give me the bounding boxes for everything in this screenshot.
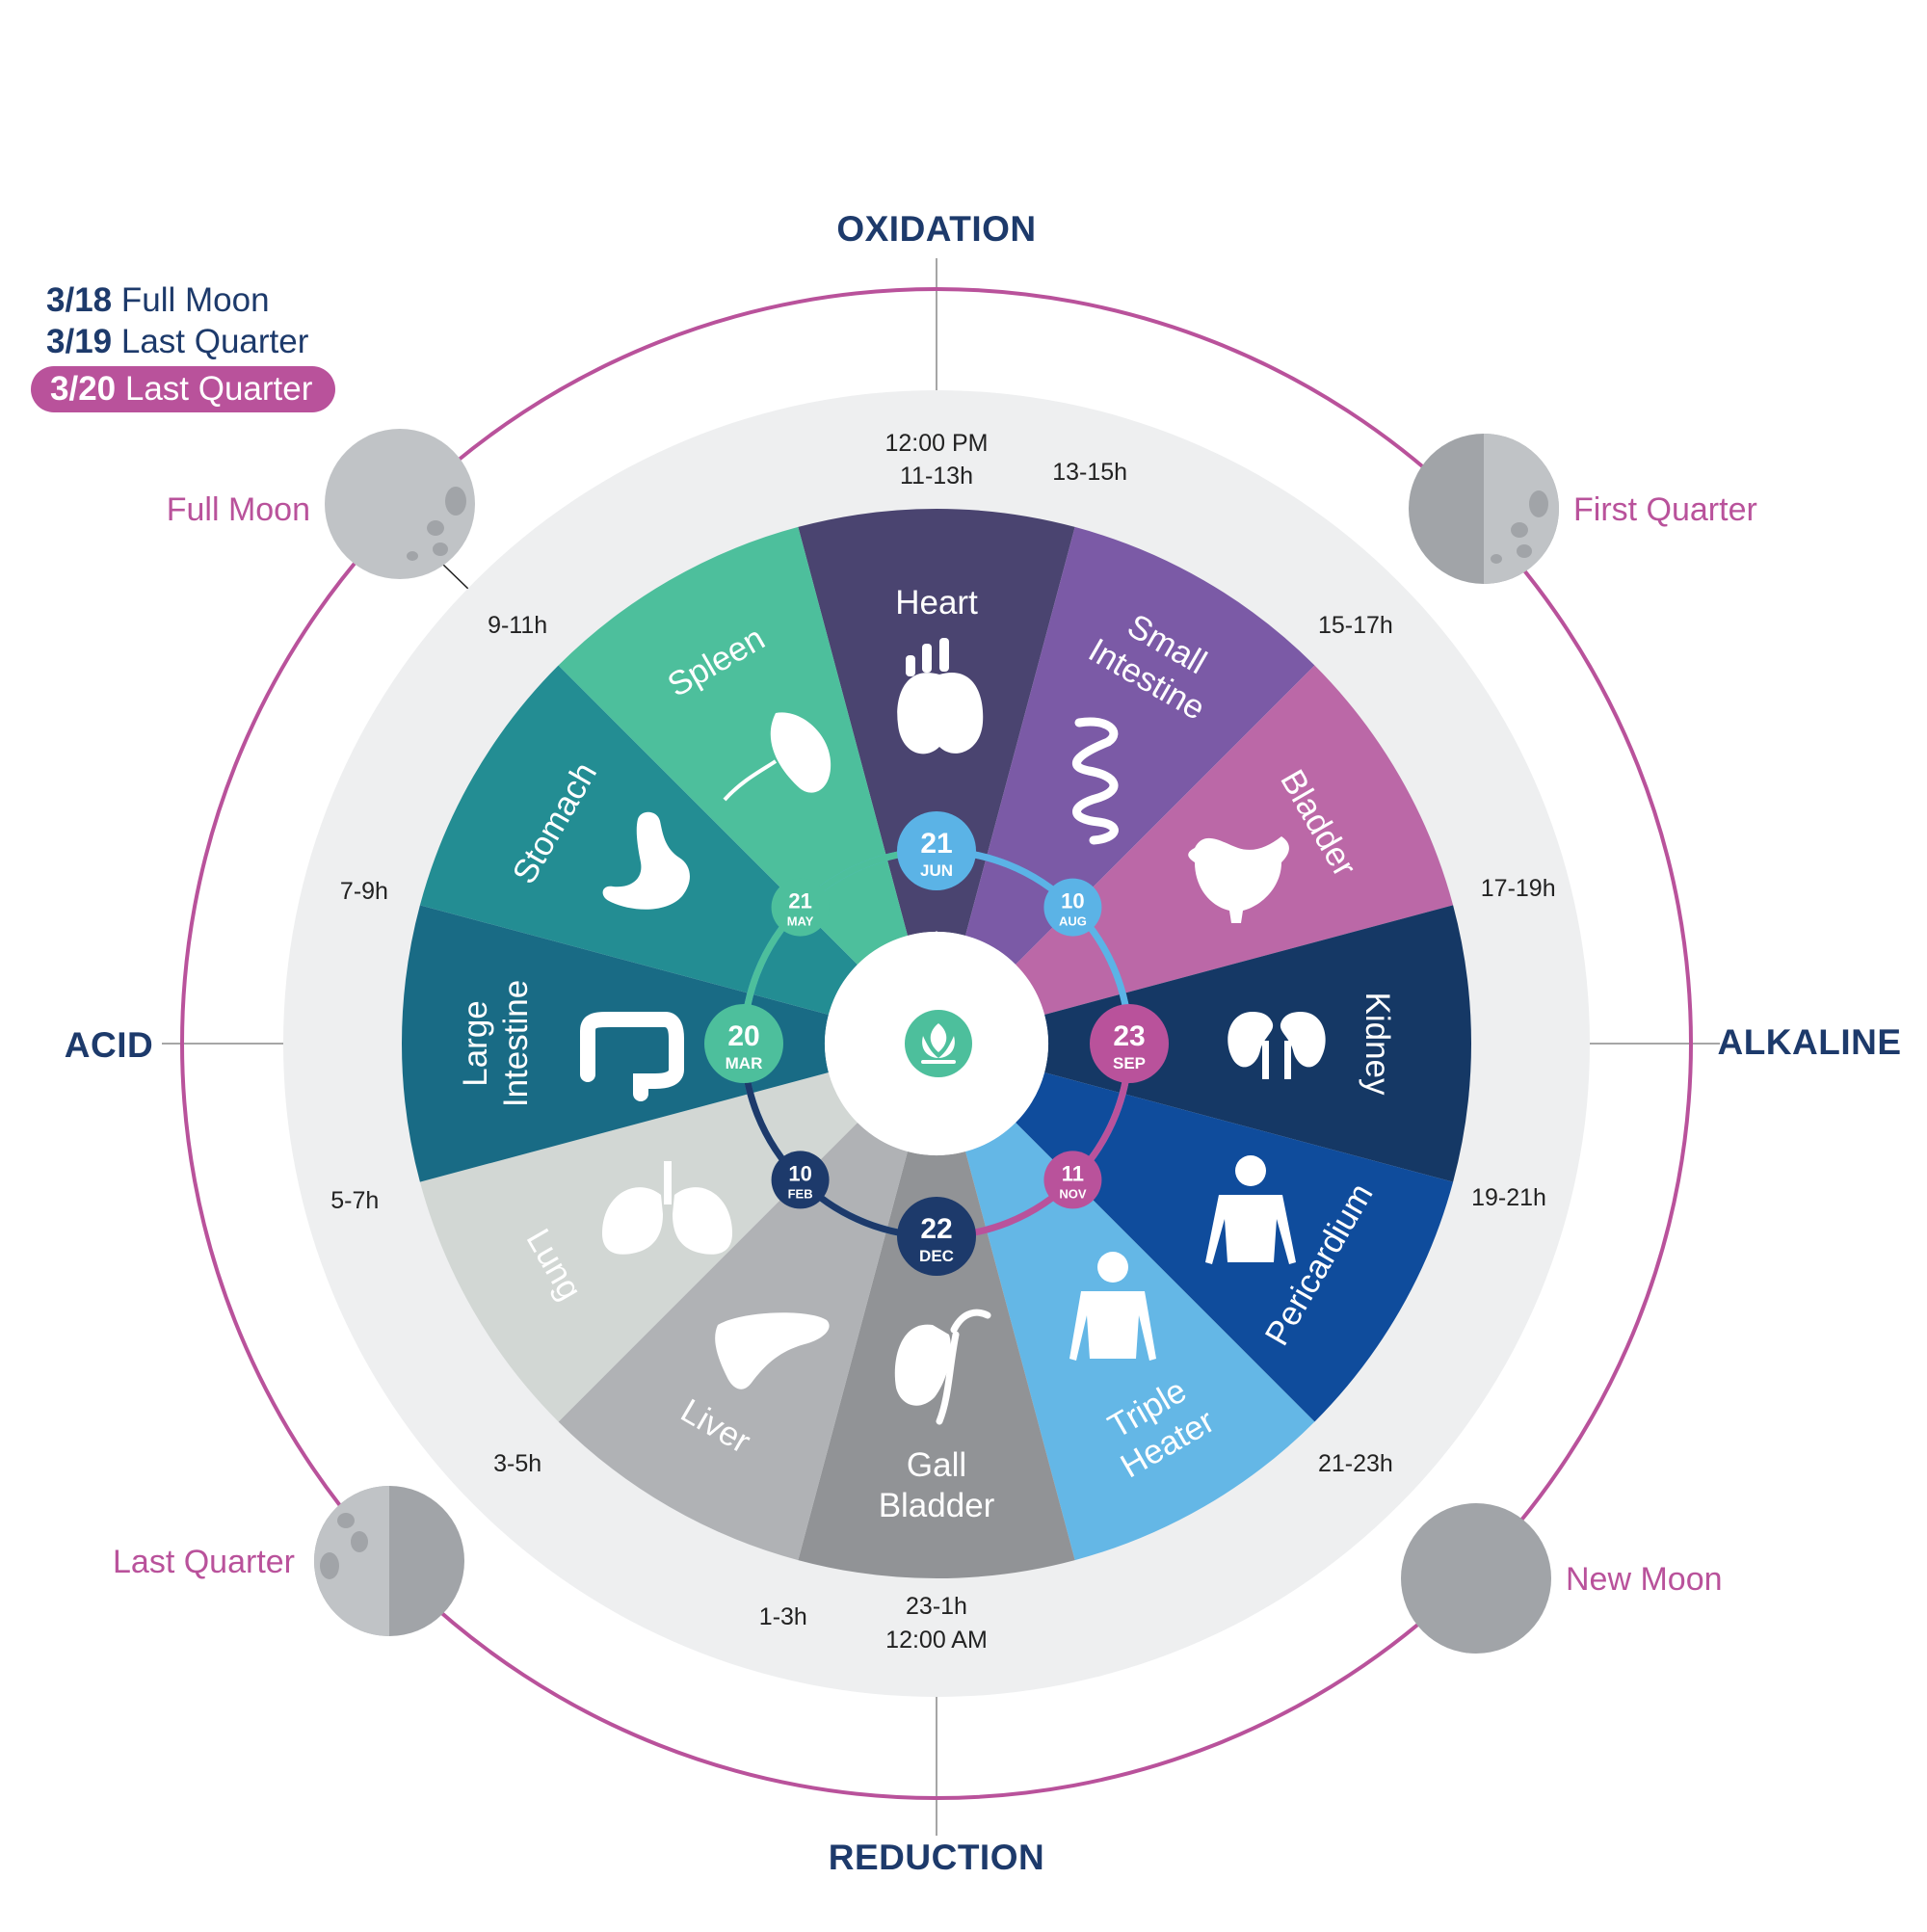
orbit-ring bbox=[180, 287, 1693, 1800]
midnight-range-label: 23-1h bbox=[906, 1593, 967, 1620]
full-moon-icon bbox=[325, 429, 475, 579]
hour-label: 5-7h bbox=[330, 1187, 379, 1214]
hour-label: 1-3h bbox=[759, 1603, 807, 1630]
date-badge-day: 10 bbox=[1061, 889, 1084, 913]
noon-range-label: 11-13h bbox=[900, 463, 973, 490]
date-badge-month: SEP bbox=[1113, 1054, 1146, 1072]
organ-label: Heart bbox=[895, 584, 978, 622]
moon-label-new: New Moon bbox=[1566, 1561, 1723, 1598]
axis-label-reduction: REDUCTION bbox=[829, 1838, 1044, 1877]
date-badge-month: MAR bbox=[726, 1054, 763, 1072]
segment-triple-heater[interactable] bbox=[965, 1123, 1315, 1561]
large-intestine-icon bbox=[580, 1012, 684, 1101]
hour-labels: 13-15h 15-17h 17-19h 19-21h 21-23h 1-3h 3-5h 5-… bbox=[330, 459, 1555, 1630]
date-badge[interactable] bbox=[704, 1004, 783, 1083]
date-badge-day: 11 bbox=[1062, 1161, 1084, 1185]
date-badge-month: NOV bbox=[1059, 1186, 1087, 1201]
center-pointer bbox=[925, 931, 948, 944]
segment-small-intestine[interactable] bbox=[965, 526, 1315, 965]
midnight-time-label: 12:00 AM bbox=[885, 1627, 988, 1654]
date-badge[interactable] bbox=[897, 811, 976, 890]
segment-large-intestine[interactable] bbox=[402, 905, 829, 1182]
date-badge-day: 21 bbox=[788, 889, 811, 913]
moon-label-full: Full Moon bbox=[167, 491, 310, 528]
spleen-icon bbox=[723, 712, 832, 802]
hour-label: 9-11h bbox=[488, 612, 547, 639]
moon-label-last-quarter: Last Quarter bbox=[113, 1544, 295, 1580]
hour-label: 19-21h bbox=[1471, 1184, 1546, 1211]
moon-phase-legend: 3/18 Full Moon 3/19 Last Quarter 3/20 La… bbox=[31, 279, 336, 412]
date-badge[interactable] bbox=[897, 1197, 976, 1276]
date-badge[interactable] bbox=[1090, 1004, 1169, 1083]
body-back-icon bbox=[1069, 1252, 1156, 1361]
date-badge-month: AUG bbox=[1059, 914, 1087, 929]
lungs-icon bbox=[602, 1161, 732, 1255]
segment-spleen[interactable] bbox=[558, 526, 908, 965]
hour-label: 15-17h bbox=[1318, 612, 1393, 639]
first-quarter-moon-icon bbox=[1409, 434, 1559, 584]
hour-label: 21-23h bbox=[1318, 1450, 1393, 1477]
small-intestine-icon bbox=[1071, 717, 1119, 845]
hour-label: 17-19h bbox=[1481, 875, 1556, 902]
axis-label-acid: ACID bbox=[65, 1025, 153, 1065]
date-badge-month: DEC bbox=[919, 1247, 954, 1265]
hour-label: 13-15h bbox=[1052, 459, 1127, 486]
stomach-icon bbox=[602, 811, 690, 910]
segment-bladder[interactable] bbox=[1016, 665, 1454, 1015]
legend-row[interactable]: 3/18 Full Moon bbox=[46, 281, 270, 319]
organ-label: LargeIntestine bbox=[457, 980, 535, 1107]
kidney-icon bbox=[1227, 1012, 1326, 1079]
gallbladder-icon bbox=[894, 1309, 991, 1425]
heart-icon bbox=[897, 638, 984, 754]
liver-icon bbox=[715, 1312, 830, 1389]
date-badge[interactable] bbox=[771, 1151, 830, 1209]
date-badge-day: 23 bbox=[1113, 1020, 1145, 1052]
date-badge-day: 20 bbox=[727, 1020, 759, 1052]
legend-row[interactable]: 3/19 Last Quarter bbox=[46, 323, 309, 360]
date-badge-month: MAY bbox=[787, 914, 814, 929]
lotus-icon bbox=[905, 1010, 972, 1077]
date-badge-month: JUN bbox=[920, 861, 953, 880]
legend-row-selected[interactable]: 3/20 Last Quarter bbox=[31, 366, 336, 412]
organ-label: Kidney bbox=[1359, 992, 1396, 1096]
axis-label-oxidation: OXIDATION bbox=[836, 209, 1036, 249]
date-badge[interactable] bbox=[1043, 878, 1102, 937]
date-badge-day: 22 bbox=[920, 1213, 952, 1245]
date-badge[interactable] bbox=[1043, 1151, 1102, 1209]
noon-time-label: 12:00 PM bbox=[884, 430, 988, 457]
axis-label-alkaline: ALKALINE bbox=[1717, 1022, 1901, 1062]
new-moon-icon bbox=[1401, 1503, 1551, 1654]
hour-label: 7-9h bbox=[340, 878, 388, 905]
body-front-icon bbox=[1205, 1155, 1296, 1264]
date-badge[interactable] bbox=[771, 878, 830, 937]
date-badge-month: FEB bbox=[788, 1186, 813, 1201]
date-badge-day: 10 bbox=[788, 1161, 811, 1185]
date-badge-day: 21 bbox=[920, 828, 952, 860]
hour-label: 3-5h bbox=[493, 1450, 541, 1477]
bladder-icon bbox=[1188, 836, 1289, 923]
moon-label-first-quarter: First Quarter bbox=[1573, 491, 1757, 528]
